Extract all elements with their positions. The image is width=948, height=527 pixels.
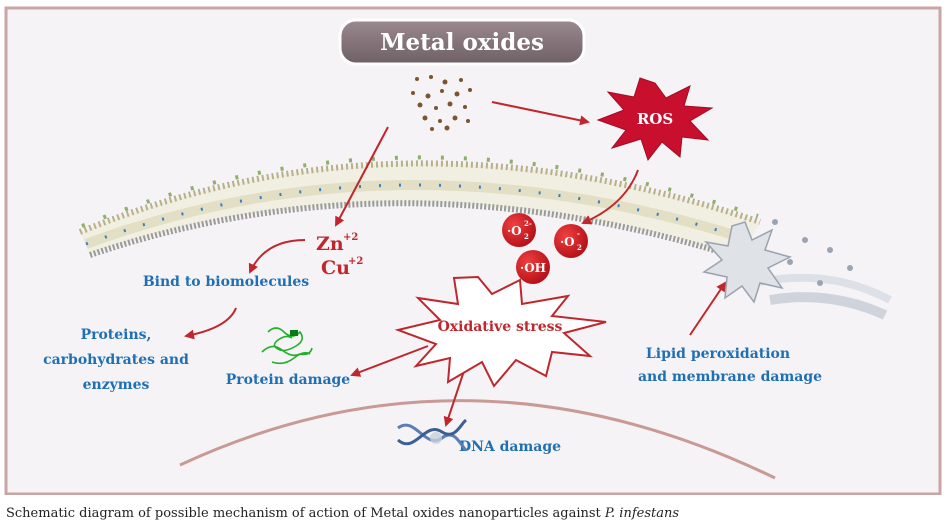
protein-damage-label: Protein damage [226, 372, 351, 388]
arrow-np-to-ions [335, 126, 389, 227]
svg-text:2-: 2- [524, 219, 532, 228]
title: Metal oxides [380, 29, 544, 56]
cu-ion: Cu [321, 257, 350, 279]
zn-ion: Zn [316, 233, 344, 255]
title-box: Metal oxides [338, 18, 586, 66]
svg-text:2: 2 [524, 232, 529, 241]
superoxide-circle-1 [502, 213, 536, 247]
caption-text: Schematic diagram of possible mechanism … [6, 506, 605, 521]
mechanism-diagram: Metal oxides ROS Zn +2 Cu +2 ·O 2 2- [4, 6, 942, 495]
figure-caption: Schematic diagram of possible mechanism … [6, 506, 679, 521]
svg-text:·OH: ·OH [520, 261, 546, 275]
nucleus-membrane [179, 399, 776, 480]
arrow-stress-to-protein [350, 345, 429, 377]
nanoparticles [411, 75, 472, 131]
arrow-np-to-ros [491, 101, 590, 126]
cell-membrane [78, 155, 761, 261]
arrow-lipid-to-membrane [689, 281, 727, 336]
protein-structure-icon [261, 327, 313, 365]
arrow-stress-to-dna [443, 367, 466, 427]
cu-charge: +2 [348, 256, 363, 267]
radicals: ·O 2 2- ·O 2 - ·OH [502, 213, 588, 284]
caption-species: P. infestans [604, 506, 680, 521]
lipid-line-2: and membrane damage [638, 369, 822, 385]
dna-damage-label: DNA damage [459, 439, 561, 455]
arrows [184, 101, 727, 427]
proteins-line-2: carbohydrates and [43, 352, 189, 368]
superoxide-circle-2 [554, 224, 588, 258]
bind-label: Bind to biomolecules [143, 274, 309, 290]
svg-text:-: - [577, 229, 580, 238]
membrane-rupture-burst [702, 221, 793, 304]
proteins-line-1: Proteins, [81, 327, 152, 343]
lipid-line-1: Lipid peroxidation [646, 346, 790, 362]
ros-label: ROS [637, 110, 673, 128]
svg-text:·O: ·O [560, 235, 575, 249]
oxidative-stress-label: Oxidative stress [438, 319, 563, 335]
diagram-border [4, 6, 942, 495]
svg-text:2: 2 [577, 243, 582, 252]
proteins-line-3: enzymes [83, 377, 150, 393]
zn-charge: +2 [343, 232, 358, 243]
oxidative-stress-burst: Oxidative stress [394, 275, 607, 388]
arrow-ros-to-radicals [581, 169, 639, 225]
ros-burst: ROS [596, 77, 714, 162]
hydroxyl-circle [516, 250, 550, 284]
metal-ions: Zn +2 Cu +2 [316, 232, 363, 279]
svg-text:·O: ·O [507, 224, 522, 238]
arrow-ions-to-bind [248, 239, 306, 274]
dna-helix-icon [397, 418, 468, 452]
arrow-bind-to-proteins [184, 307, 237, 340]
